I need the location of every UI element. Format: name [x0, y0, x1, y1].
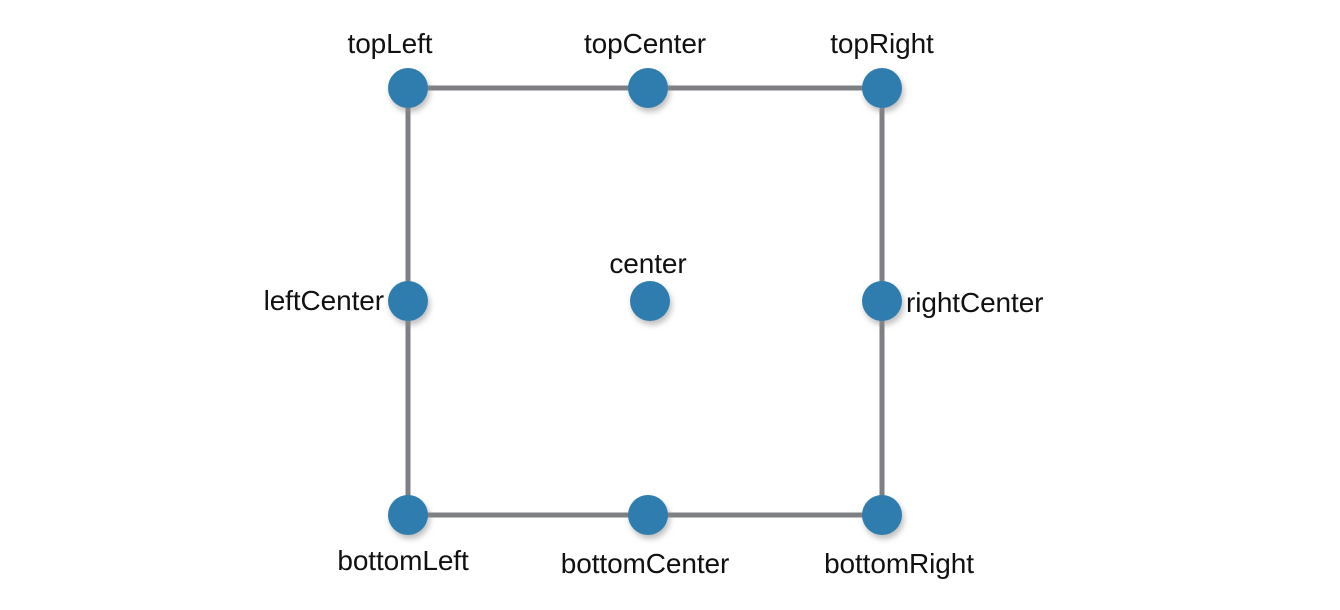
graph-node-center[interactable]	[630, 281, 670, 321]
node-label-rightCenter: rightCenter	[906, 287, 1044, 318]
node-label-bottomRight: bottomRight	[824, 548, 974, 579]
graph-node-bottomLeft[interactable]	[388, 495, 428, 535]
node-label-bottomLeft: bottomLeft	[337, 545, 469, 576]
graph-node-rightCenter[interactable]	[862, 281, 902, 321]
graph-node-topRight[interactable]	[862, 68, 902, 108]
node-label-leftCenter: leftCenter	[263, 285, 385, 316]
graph-node-bottomRight[interactable]	[862, 495, 902, 535]
node-label-center: center	[609, 248, 687, 279]
node-label-topRight: topRight	[830, 28, 934, 59]
node-label-topLeft: topLeft	[347, 28, 433, 59]
graph-node-topCenter[interactable]	[628, 68, 668, 108]
node-layer	[388, 68, 902, 535]
node-label-bottomCenter: bottomCenter	[560, 548, 730, 579]
graph-node-topLeft[interactable]	[388, 68, 428, 108]
edge-layer	[405, 85, 885, 518]
graph-node-bottomCenter[interactable]	[628, 495, 668, 535]
graph-node-leftCenter[interactable]	[388, 281, 428, 321]
node-label-topCenter: topCenter	[583, 28, 707, 59]
